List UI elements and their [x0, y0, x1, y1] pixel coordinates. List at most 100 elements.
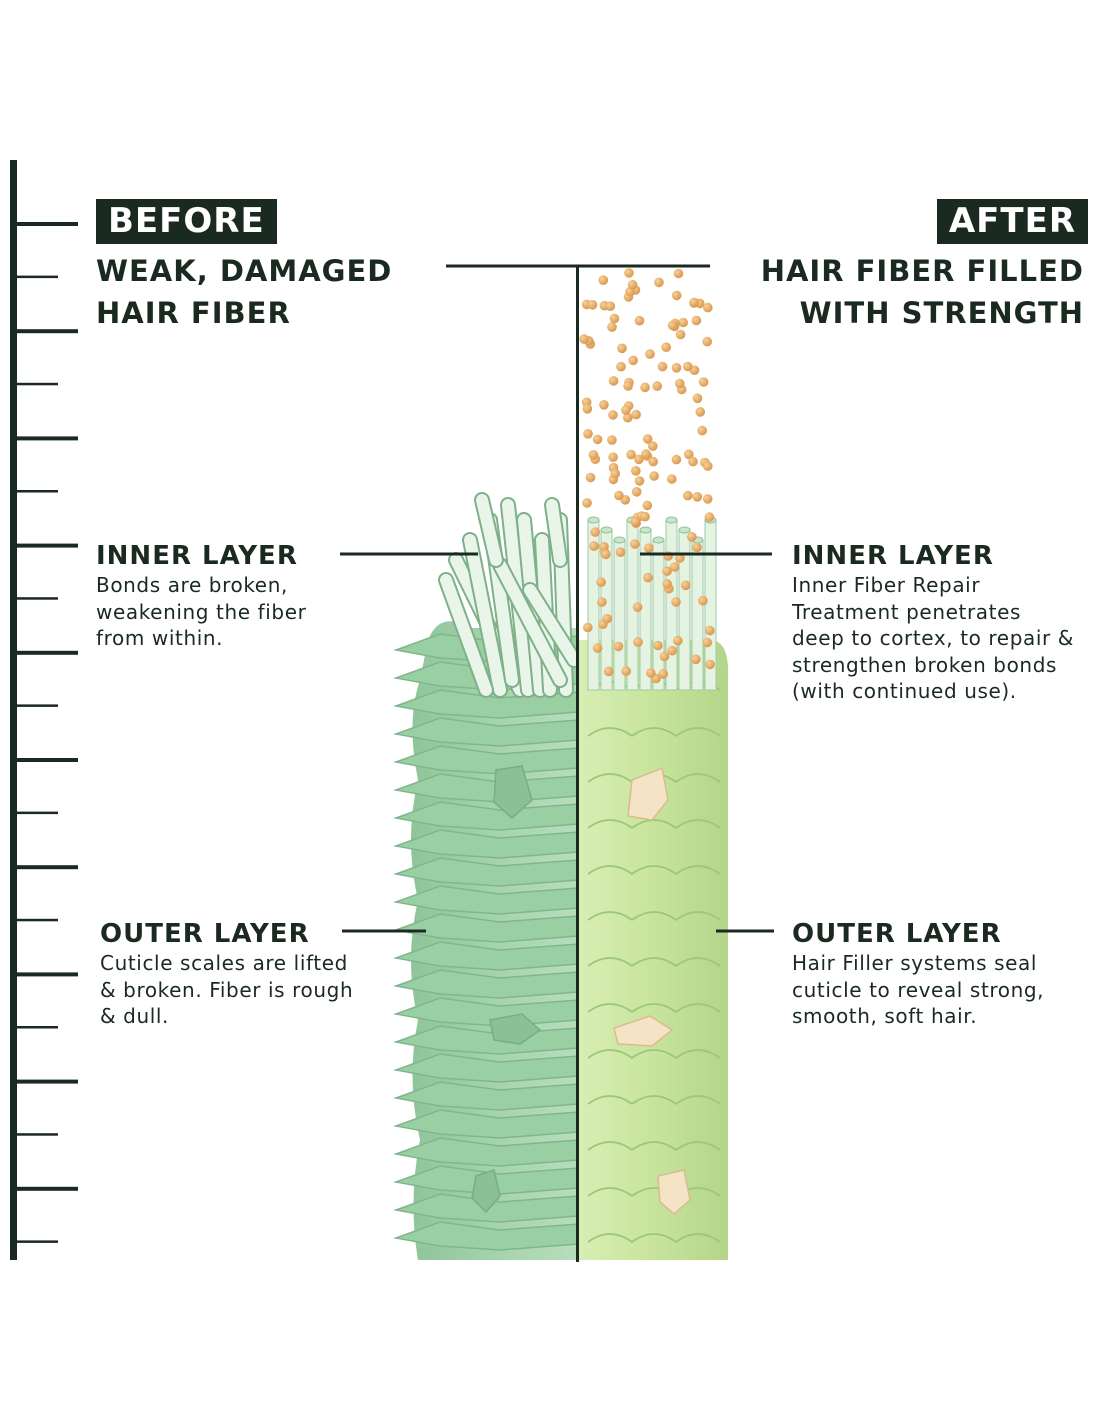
repaired-strand-end [600, 526, 613, 534]
filler-bead [610, 468, 621, 479]
broken-strand-highlight [476, 494, 502, 566]
filler-bead [671, 454, 682, 465]
filler-bead [634, 315, 645, 326]
after-headline-line2: WITH STRENGTH [799, 296, 1084, 330]
filler-bead [642, 500, 653, 511]
after-inner-layer-callout: INNER LAYER Inner Fiber Repair Treatment… [792, 540, 1092, 705]
repaired-strand [691, 539, 704, 691]
ruler-tick [10, 1240, 58, 1243]
filler-bead [621, 666, 631, 676]
before-inner-desc-line: weakening the fiber [96, 599, 307, 624]
filler-bead-icon [579, 268, 715, 684]
broken-strand-highlight [546, 499, 566, 566]
after-outer-desc: Hair Filler systems seal cuticle to reve… [792, 950, 1092, 1030]
ruler-tick [10, 865, 78, 870]
filler-bead [630, 516, 641, 527]
filler-bead [587, 300, 598, 310]
after-inner-desc-line: Treatment penetrates [792, 599, 1021, 624]
after-badge: AFTER [936, 199, 1088, 244]
filler-bead [607, 322, 617, 332]
filler-bead [705, 659, 715, 670]
center-divider [576, 266, 579, 1262]
filler-bead [628, 355, 638, 366]
filler-bead [632, 602, 643, 612]
filler-bead [673, 635, 683, 646]
filler-bead [644, 543, 654, 553]
filler-bead [648, 456, 658, 467]
before-outer-layer-callout: OUTER LAYER Cuticle scales are lifted & … [100, 918, 353, 1030]
filler-bead [657, 361, 668, 372]
filler-bead [590, 527, 600, 537]
filler-bead [630, 539, 640, 549]
ruler-tick [10, 329, 78, 334]
filler-bead [671, 363, 682, 373]
after-outer-desc-line: smooth, soft hair. [792, 1004, 978, 1028]
filler-bead [705, 625, 715, 636]
filler-bead [683, 361, 693, 372]
ruler-tick [10, 704, 58, 707]
filler-bead [634, 476, 645, 486]
sealed-cuticle-scale [631, 727, 677, 737]
repaired-strand-end [587, 516, 600, 524]
filler-bead [598, 275, 609, 286]
filler-bead [599, 400, 609, 410]
sealed-cuticle-scale [631, 1003, 677, 1013]
filler-bead [631, 466, 641, 476]
ruler-tick [10, 222, 78, 226]
filler-bead [702, 494, 713, 504]
ruler-tick [10, 1186, 78, 1191]
filler-bead [641, 449, 651, 459]
broken-strand-highlight [494, 559, 566, 686]
filler-bead [643, 572, 653, 583]
before-badge: BEFORE [96, 199, 277, 244]
filler-bead [621, 405, 631, 415]
filler-bead [640, 511, 650, 522]
ruler-scale-icon [10, 160, 78, 1260]
repaired-strand-end [665, 516, 678, 524]
sealed-cuticle-scale [675, 1233, 721, 1243]
before-inner-desc-line: from within. [96, 626, 224, 650]
broken-strand-highlight [464, 534, 506, 696]
filler-bead [652, 381, 662, 391]
ruler-tick [10, 650, 78, 655]
filler-bead [675, 378, 685, 389]
filler-bead [614, 490, 624, 501]
filler-bead [687, 532, 697, 542]
sealed-cuticle-scale [675, 1095, 721, 1105]
filler-bead [680, 580, 691, 591]
sealed-cuticle-scale [631, 1141, 677, 1151]
damaged-fiber-half [393, 621, 579, 1260]
filler-bead [698, 377, 709, 387]
filler-bead [613, 641, 624, 652]
sealed-cuticle-scale [631, 911, 677, 921]
filler-bead [654, 277, 664, 288]
healthy-fiber-half [578, 640, 729, 1260]
sealed-cuticle-scale [675, 819, 721, 829]
filler-bead [607, 435, 617, 445]
ruler-tick [10, 758, 78, 762]
repaired-strand-end [652, 536, 665, 544]
after-headline: HAIR FIBER FILLED WITH STRENGTH [761, 250, 1084, 334]
filler-bead [634, 454, 644, 465]
filler-bead [583, 622, 593, 633]
ruler-tick [10, 972, 78, 977]
sealed-cuticle-scale [675, 911, 721, 921]
after-outer-desc-line: Hair Filler systems seal [792, 951, 1038, 975]
filler-bead [624, 268, 634, 278]
after-inner-desc-line: (with continued use). [792, 679, 1017, 703]
sealed-cuticle-scale [675, 727, 721, 737]
filler-bead [645, 349, 655, 359]
repaired-strand-end [678, 526, 691, 534]
leader-lines [340, 264, 774, 933]
filler-bead [623, 412, 633, 423]
after-inner-desc: Inner Fiber Repair Treatment penetrates … [792, 572, 1092, 705]
filler-bead [667, 320, 678, 331]
ruler-tick [10, 1026, 58, 1029]
filler-bead [667, 645, 677, 656]
filler-bead [671, 290, 682, 301]
sealed-cuticle-scale [631, 957, 677, 967]
ruler-tick [10, 436, 78, 441]
sealed-cuticle-scale [587, 1187, 633, 1197]
filler-bead [691, 315, 702, 326]
filler-bead [633, 637, 643, 647]
